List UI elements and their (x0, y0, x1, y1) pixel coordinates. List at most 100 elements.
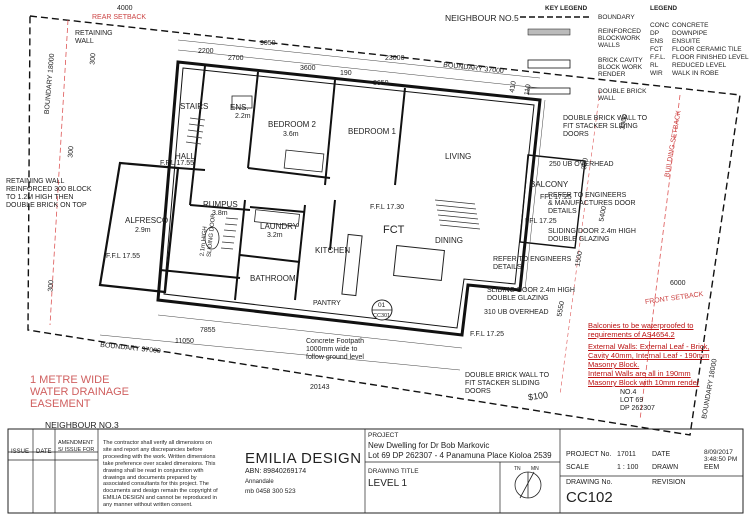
note-sliding-door-2: SLIDING DOOR 2.4m HIGH DOUBLE GLAZING (487, 287, 575, 302)
room-bed2-size: 3.6m (283, 131, 299, 138)
room-hall: HALL (175, 152, 196, 161)
stair-treads-hall (185, 117, 206, 145)
abbrev-desc-5: REDUCED LEVEL (672, 62, 727, 69)
ffl-main: F.F.L 17.30 (370, 204, 404, 211)
room-living: LIVING (445, 152, 472, 161)
legend-item-2: DOUBLE BRICK WALL (598, 88, 647, 102)
note-refer-engineers-mfr: REFER TO ENGINEERS & MANUFACTURES DOOR D… (548, 192, 636, 215)
scale-label: SCALE (566, 464, 589, 471)
note-double-brick-bottom: DOUBLE BRICK WALL TO FIT STACKER SLIDING… (465, 372, 550, 395)
room-laundry-size: 3.2m (267, 232, 283, 239)
abbrev-code-3: FCT (650, 46, 663, 53)
lot-number: LOT 69 (620, 397, 644, 404)
title-block-frame (7, 428, 744, 514)
date-header: DATE (36, 449, 52, 455)
room-balcony: BALCONY (530, 180, 569, 189)
note-external-walls: External Walls: External Leaf - Brick, C… (588, 342, 710, 369)
note-footpath: Concrete Footpath 1000mm wide to follow … (306, 338, 364, 361)
site-boundary (27, 15, 741, 436)
north-mn: MN (531, 466, 539, 472)
note-overhead-250: 250 UB OVERHEAD (549, 161, 614, 168)
dim-3650: 3650 (373, 80, 389, 87)
rear-setback-line (49, 19, 69, 326)
time-value: 3:48:50 PM (704, 456, 738, 463)
room-alfresco-size: 2.9m (135, 227, 151, 234)
building-setback-line (559, 89, 601, 396)
internal-walls (159, 65, 406, 301)
project-label: PROJECT (368, 432, 399, 439)
dim-20143: 20143 (310, 384, 330, 391)
drawing-title-label: DRAWING TITLE (368, 468, 419, 475)
abbrev-desc-1: DOWNPIPE (672, 30, 708, 37)
legend-title: LEGEND (650, 5, 678, 12)
room-dining: DINING (435, 236, 463, 245)
room-ens: ENS. (230, 103, 249, 112)
room-rumpus: RUMPUS (203, 200, 238, 209)
dim-300-b: 300 (67, 145, 76, 159)
ffl-hall: F.F.L 17.55 (160, 160, 194, 167)
room-laundry: LAUNDRY (260, 222, 299, 231)
ffl-balcony: FFL 17.25 (540, 194, 572, 201)
note-internal-walls: Internal Walls are all in 190mm Masonry … (588, 369, 700, 387)
revision-label: REVISION (652, 479, 686, 486)
dim-3600: 3600 (300, 65, 316, 72)
abbrev-desc-3: FLOOR CERAMIC TILE (672, 46, 742, 53)
stair-treads (434, 199, 481, 230)
dim-2700: 2700 (228, 55, 244, 62)
abbrev-desc-2: ENSUITE (672, 38, 701, 45)
room-bed1: BEDROOM 1 (348, 127, 397, 136)
drawing-title: LEVEL 1 (368, 478, 408, 489)
abbrev-desc-6: WALK IN ROBE (672, 70, 719, 77)
abbrev-code-2: ENS (650, 38, 664, 45)
laundry-bench (254, 209, 300, 227)
dim-4000: 4000 (117, 5, 133, 12)
front-setback-line (639, 94, 681, 421)
room-bathroom: BATHROOM (250, 274, 296, 283)
room-pantry: PANTRY (313, 300, 341, 307)
bed2-furniture (283, 149, 325, 173)
note-balconies: Balconies to be waterproofed to requirem… (588, 321, 694, 339)
easement-note: 1 METRE WIDE WATER DRAINAGE EASEMENT (30, 374, 130, 410)
project-line1: New Dwelling for Dr Bob Markovic (368, 441, 490, 450)
abbrev-code-0: CONC (650, 22, 670, 29)
dining-table (393, 245, 445, 281)
neighbour-top: NEIGHBOUR NO.5 (445, 13, 519, 23)
issue-header: ISSUE (11, 449, 30, 455)
abbrev-code-1: DP (650, 30, 660, 37)
note-retaining-wall-reinforced: RETAINING WALL REINFORCED 300 BLOCK TO 1… (6, 178, 92, 209)
room-rumpus-size: 3.8m (212, 210, 228, 217)
room-stairs: STAIRS (180, 102, 209, 111)
company-mobile: mb 0458 300 523 (245, 488, 296, 495)
dp-number: DP 262307 (620, 405, 655, 412)
room-ens-size: 2.2m (235, 113, 251, 120)
abbrev-code-6: WIR (650, 70, 663, 77)
ffl-alfresco: F.F.L 17.55 (106, 253, 140, 260)
room-alfresco: ALFRESCO (125, 216, 169, 225)
note-overhead-310: 310 UB OVERHEAD (484, 309, 549, 316)
dim-2200: 2200 (198, 48, 214, 55)
neighbour-bottom: NEIGHBOUR NO.3 (45, 420, 119, 430)
legend-boundary: BOUNDARY (598, 14, 635, 21)
date-value: 8/09/2017 (704, 449, 733, 456)
drawn-value: EEM (704, 464, 720, 471)
vanity (231, 95, 253, 109)
room-bed2: BEDROOM 2 (268, 120, 317, 129)
rumpus-table (204, 226, 220, 250)
dim-190: 190 (340, 70, 352, 77)
rear-setback-label: REAR SETBACK (92, 14, 147, 21)
ffl-bottom: F.F.L 17.25 (470, 331, 504, 338)
house-outline (98, 60, 586, 337)
dim-300-c: 300 (47, 279, 56, 293)
ffl-right: FFL 17.25 (525, 218, 557, 225)
kitchen-island (341, 233, 363, 297)
project-no-label: PROJECT No. (566, 451, 612, 458)
drawing-no-label: DRAWING No. (566, 479, 613, 486)
company-abn: ABN: 89840269174 (245, 468, 307, 475)
section-sheet: CC301 (373, 313, 391, 319)
dim-9050: 9050 (260, 40, 276, 47)
section-ref: 01 (378, 302, 386, 309)
abbrev-desc-0: CONCRETE (672, 22, 709, 29)
company-name: EMILIA DESIGN (245, 450, 362, 467)
dim-23000: 23000 (385, 55, 405, 62)
